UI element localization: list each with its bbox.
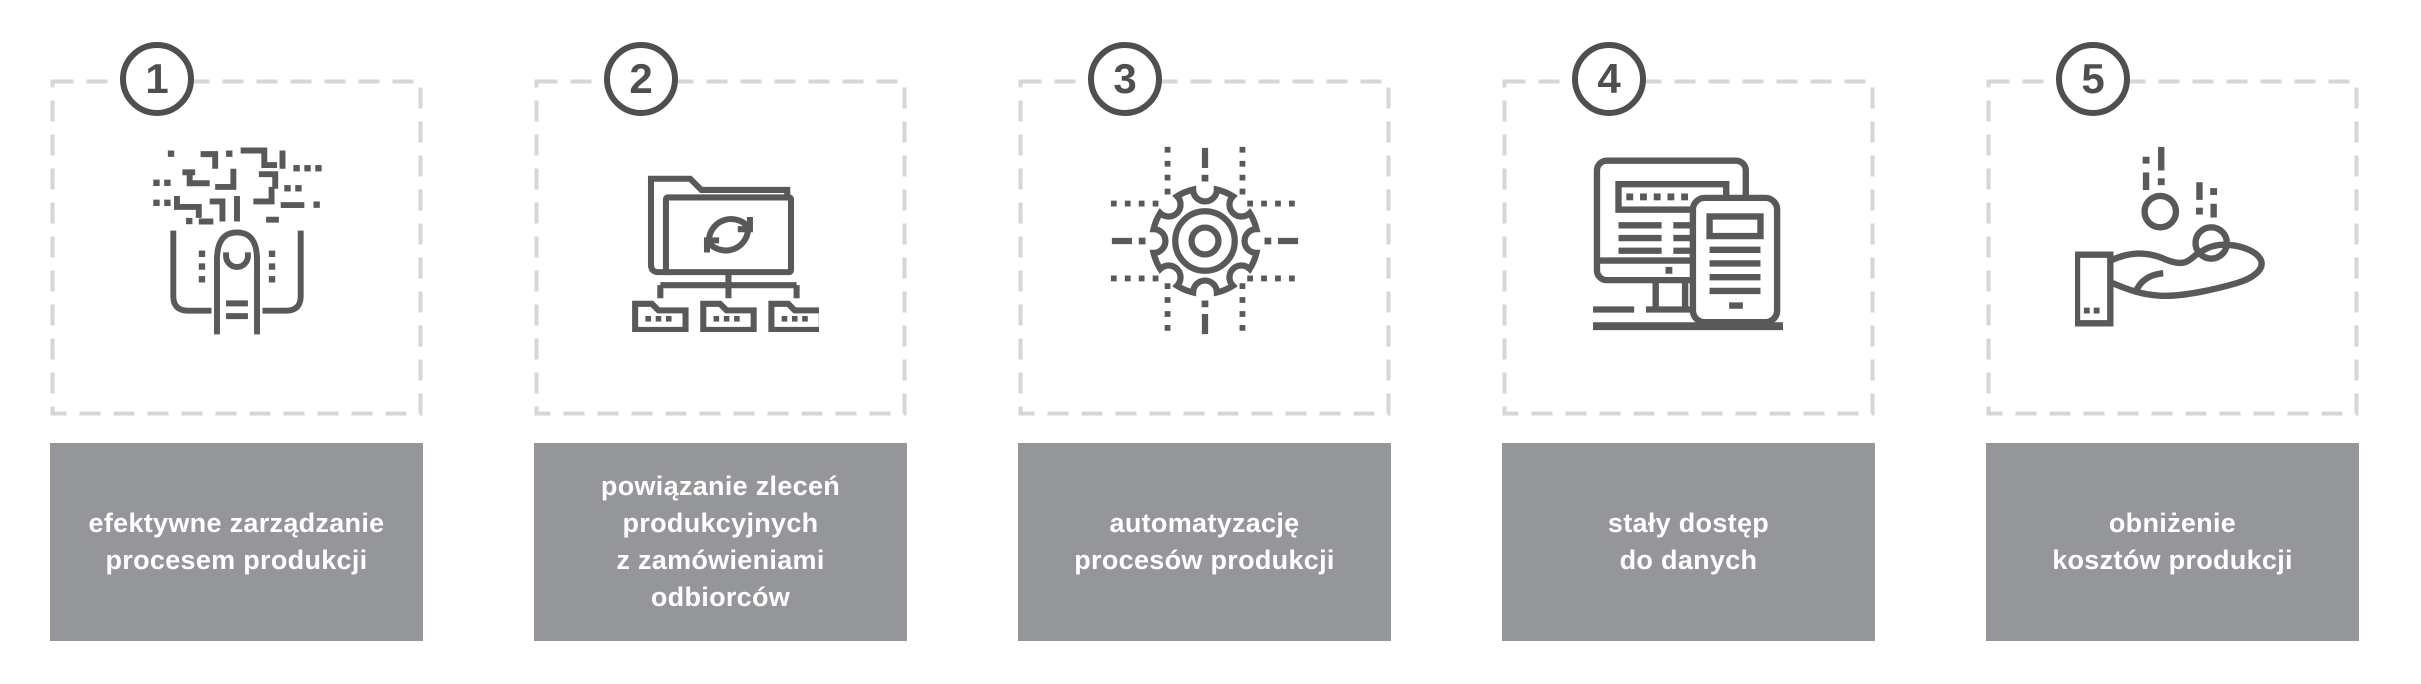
- folder-sync-tree-icon: [631, 175, 819, 332]
- step-number-badge: 2: [604, 42, 678, 116]
- step-4-label-box: stały dostęp do danych: [1502, 443, 1875, 641]
- step-5-icon-wrap: [1986, 145, 2359, 337]
- step-5: 5: [1986, 0, 2359, 641]
- dashed-border: [1986, 79, 2359, 416]
- step-5-label-box: obniżenie kosztów produkcji: [1986, 443, 2359, 641]
- step-number: 1: [145, 55, 169, 102]
- step-number-badge: 4: [1572, 42, 1646, 116]
- step-3-icon-wrap: [1018, 145, 1391, 337]
- step-label: efektywne zarządzanie procesem produkcji: [88, 508, 385, 575]
- step-number: 3: [1113, 55, 1137, 102]
- gear-automation-icon: [1110, 146, 1301, 337]
- step-1: 1: [50, 0, 423, 641]
- step-number-badge: 1: [120, 42, 194, 116]
- dashed-border: [1502, 79, 1875, 416]
- step-1-icon-box: 1: [50, 42, 423, 416]
- step-1-label-box: efektywne zarządzanie procesem produkcji: [50, 443, 423, 641]
- step-label: stały dostęp do danych: [1607, 508, 1770, 575]
- dashed-border: [534, 79, 907, 416]
- step-1-icon-wrap: [50, 145, 423, 338]
- step-3: 3 automatyzację procesów produkcji: [1018, 0, 1391, 641]
- step-2: 2: [534, 0, 907, 641]
- step-3-icon-box: 3: [1018, 42, 1391, 416]
- steps-row: 1: [50, 0, 2359, 641]
- step-2-icon-box: 2: [534, 42, 907, 416]
- step-label: obniżenie kosztów produkcji: [2052, 508, 2293, 575]
- step-number: 2: [629, 55, 653, 102]
- step-4: 4 stały dostęp do danych: [1502, 0, 1875, 641]
- step-4-icon-box: 4: [1502, 42, 1875, 416]
- step-2-label-box: powiązanie zleceń produkcyjnych z zamówi…: [534, 443, 907, 641]
- dashed-border: [1018, 79, 1391, 416]
- fingerprint-scan-icon: [152, 147, 322, 335]
- hand-coins-icon: [2074, 146, 2265, 327]
- dashed-border: [50, 79, 423, 416]
- step-label: automatyzację procesów produkcji: [1074, 508, 1335, 575]
- step-number-badge: 3: [1088, 42, 1162, 116]
- step-2-icon-wrap: [534, 145, 907, 332]
- step-number: 5: [2081, 55, 2105, 102]
- step-4-icon-wrap: [1502, 145, 1875, 333]
- monitor-tablet-icon: [1592, 157, 1783, 331]
- step-5-icon-box: 5: [1986, 42, 2359, 416]
- step-number-badge: 5: [2056, 42, 2130, 116]
- step-label: powiązanie zleceń produkcyjnych z zamówi…: [600, 471, 841, 612]
- step-number: 4: [1597, 55, 1621, 102]
- step-3-label-box: automatyzację procesów produkcji: [1018, 443, 1391, 641]
